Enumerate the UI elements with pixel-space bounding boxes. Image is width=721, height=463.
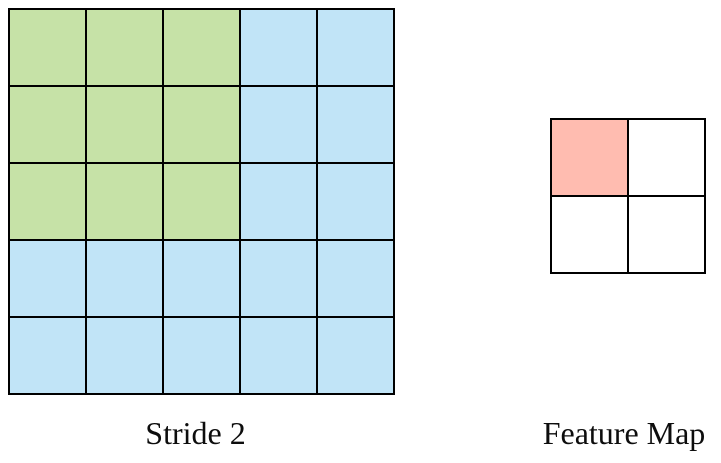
input-feature-grid-row (8, 85, 395, 164)
input-feature-grid-cell-r2-c1[interactable] (85, 162, 164, 241)
input-feature-grid-cell-r2-c4[interactable] (316, 162, 395, 241)
input-feature-grid-row (8, 162, 395, 241)
input-feature-grid-cell-r3-c4[interactable] (316, 239, 395, 318)
input-feature-grid-cell-r1-c2[interactable] (162, 85, 241, 164)
output-feature-map-cell-r0-c1[interactable] (627, 118, 706, 197)
output-feature-map-cell-r0-c0[interactable] (550, 118, 629, 197)
output-feature-map-row (550, 118, 706, 197)
input-feature-grid-row (8, 239, 395, 318)
input-feature-grid-cell-r1-c1[interactable] (85, 85, 164, 164)
input-feature-grid-cell-r4-c1[interactable] (85, 316, 164, 395)
output-feature-map (550, 118, 706, 274)
output-feature-map-cell-r1-c1[interactable] (627, 195, 706, 274)
input-feature-grid-cell-r3-c1[interactable] (85, 239, 164, 318)
input-feature-grid-cell-r2-c3[interactable] (239, 162, 318, 241)
feature-map-body (550, 118, 706, 274)
input-feature-grid-cell-r4-c3[interactable] (239, 316, 318, 395)
input-feature-grid-cell-r1-c3[interactable] (239, 85, 318, 164)
input-feature-grid-cell-r0-c1[interactable] (85, 8, 164, 87)
input-feature-grid-row (8, 8, 395, 87)
input-feature-grid-cell-r4-c2[interactable] (162, 316, 241, 395)
output-feature-map-row (550, 195, 706, 274)
input-feature-grid-cell-r0-c2[interactable] (162, 8, 241, 87)
feature-map-caption: Feature Map (542, 415, 706, 451)
input-feature-grid-cell-r2-c0[interactable] (8, 162, 87, 241)
input-feature-grid-cell-r3-c3[interactable] (239, 239, 318, 318)
input-feature-grid-cell-r4-c4[interactable] (316, 316, 395, 395)
input-feature-grid-cell-r1-c4[interactable] (316, 85, 395, 164)
input-grid-caption: Stride 2 (145, 415, 246, 451)
output-feature-map-cell-r1-c0[interactable] (550, 195, 629, 274)
input-feature-grid-cell-r0-c0[interactable] (8, 8, 87, 87)
input-grid-body (8, 8, 395, 395)
input-feature-grid (8, 8, 395, 395)
input-feature-grid-cell-r1-c0[interactable] (8, 85, 87, 164)
input-feature-grid-cell-r0-c3[interactable] (239, 8, 318, 87)
input-grid-table (8, 8, 395, 395)
input-feature-grid-cell-r0-c4[interactable] (316, 8, 395, 87)
input-feature-grid-cell-r4-c0[interactable] (8, 316, 87, 395)
input-feature-grid-cell-r3-c0[interactable] (8, 239, 87, 318)
input-feature-grid-cell-r2-c2[interactable] (162, 162, 241, 241)
input-feature-grid-cell-r3-c2[interactable] (162, 239, 241, 318)
input-feature-grid-row (8, 316, 395, 395)
feature-map-table (550, 118, 706, 274)
